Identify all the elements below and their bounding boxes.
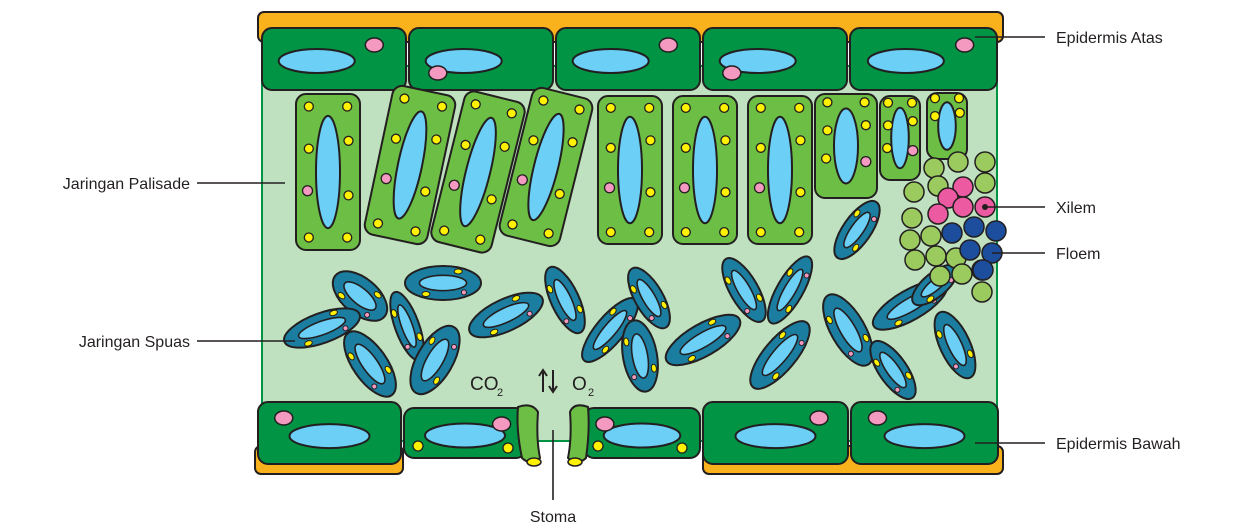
label-xylem: Xilem xyxy=(1056,200,1096,217)
bundle-sheath-cell xyxy=(930,266,950,286)
lower-epidermis xyxy=(258,402,998,464)
palisade-cell xyxy=(880,96,920,180)
o2-symbol: O xyxy=(572,374,587,395)
label-stoma: Stoma xyxy=(530,509,576,526)
phloem-cell xyxy=(986,221,1006,241)
lower-epidermis-cell xyxy=(703,402,848,464)
spongy-cell xyxy=(405,266,481,300)
phloem-cell xyxy=(973,260,993,280)
palisade-cell xyxy=(296,94,360,250)
bundle-sheath-cell xyxy=(904,182,924,202)
bundle-sheath-cell xyxy=(902,208,922,228)
bundle-sheath-cell xyxy=(975,152,995,172)
bundle-sheath-cell xyxy=(952,264,972,284)
bundle-sheath-cell xyxy=(972,282,992,302)
phloem-cell xyxy=(964,217,984,237)
lower-epidermis-cell xyxy=(584,408,700,458)
bundle-sheath-cell xyxy=(975,173,995,193)
upper-epidermis-cell xyxy=(409,28,553,90)
phloem-cell xyxy=(960,240,980,260)
o2-subscript: 2 xyxy=(588,387,594,399)
bundle-sheath-cell xyxy=(900,230,920,250)
bundle-sheath-cell xyxy=(926,246,946,266)
bundle-sheath-cell xyxy=(905,250,925,270)
label-upper-epidermis: Epidermis Atas xyxy=(1056,30,1163,47)
upper-epidermis xyxy=(262,28,997,90)
bundle-sheath-cell xyxy=(921,226,941,246)
lower-epidermis-cell xyxy=(851,402,998,464)
upper-epidermis-cell xyxy=(556,28,700,90)
xylem-cell xyxy=(928,204,948,224)
label-lower-epidermis: Epidermis Bawah xyxy=(1056,436,1181,453)
upper-epidermis-cell xyxy=(262,28,406,90)
bundle-sheath-cell xyxy=(924,158,944,178)
bundle-sheath-cell xyxy=(948,152,968,172)
upper-epidermis-cell xyxy=(703,28,847,90)
label-phloem: Floem xyxy=(1056,246,1100,263)
palisade-cell xyxy=(673,96,737,244)
co2-subscript: 2 xyxy=(497,387,503,399)
phloem-cell xyxy=(942,223,962,243)
palisade-cell xyxy=(748,96,812,244)
palisade-cell xyxy=(815,94,877,198)
lower-epidermis-cell xyxy=(404,408,526,458)
label-palisade: Jaringan Palisade xyxy=(63,176,190,193)
xylem-cell xyxy=(953,197,973,217)
lower-epidermis-cell xyxy=(258,402,401,464)
upper-epidermis-cell xyxy=(850,28,997,90)
palisade-cell xyxy=(927,93,967,159)
xylem-pointer xyxy=(982,204,988,210)
palisade-cell xyxy=(598,96,662,244)
co2-symbol: CO xyxy=(470,374,499,395)
label-spongy: Jaringan Spuas xyxy=(79,334,190,351)
